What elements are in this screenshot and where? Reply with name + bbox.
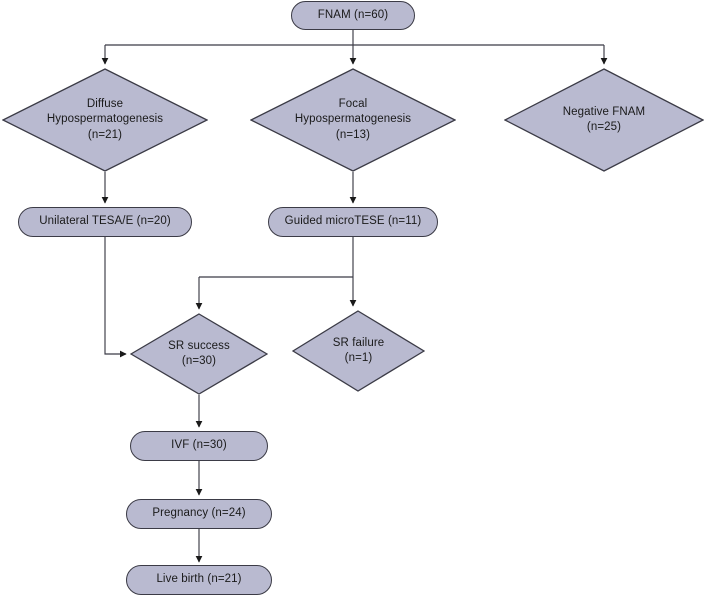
node-sr-failure[interactable]: SR failure (n=1) [292,310,425,392]
node-negative-fnam-label: Negative FNAM (n=25) [562,105,646,133]
diamond-shape [292,310,425,392]
node-pregnancy[interactable]: Pregnancy (n=24) [126,499,272,529]
node-livebirth[interactable]: Live birth (n=21) [126,565,272,595]
diamond-shape [250,68,456,172]
node-diffuse-hypospermatogenesis[interactable]: Diffuse Hypospermatogenesis (n=21) [2,68,208,172]
node-unilateral-tesa-e-label: Unilateral TESA/E (n=20) [39,215,171,228]
edge-tesa-to-sr-success [104,237,127,358]
node-sr-success[interactable]: SR success (n=30) [130,313,268,395]
diamond-shape [130,313,268,395]
node-ivf-label: IVF (n=30) [171,439,227,452]
node-fnam-label: FNAM (n=60) [317,8,389,21]
node-guided-microtese[interactable]: Guided microTESE (n=11) [268,207,438,237]
node-ivf[interactable]: IVF (n=30) [130,431,268,461]
node-fnam[interactable]: FNAM (n=60) [291,1,415,30]
node-negative-fnam[interactable]: Negative FNAM (n=25) [504,68,704,172]
node-diffuse-hypospermatogenesis-label: Diffuse Hypospermatogenesis (n=21) [46,98,164,141]
node-focal-hypospermatogenesis-label: Focal Hypospermatogenesis (n=13) [294,98,412,141]
node-unilateral-tesa-e[interactable]: Unilateral TESA/E (n=20) [18,207,192,237]
diamond-shape [2,68,208,172]
diamond-shape [504,68,704,172]
node-guided-microtese-label: Guided microTESE (n=11) [284,215,422,228]
node-pregnancy-label: Pregnancy (n=24) [152,507,246,520]
node-sr-failure-label: SR failure (n=1) [332,336,385,364]
node-focal-hypospermatogenesis[interactable]: Focal Hypospermatogenesis (n=13) [250,68,456,172]
node-livebirth-label: Live birth (n=21) [156,573,242,586]
node-sr-success-label: SR success (n=30) [168,339,230,367]
